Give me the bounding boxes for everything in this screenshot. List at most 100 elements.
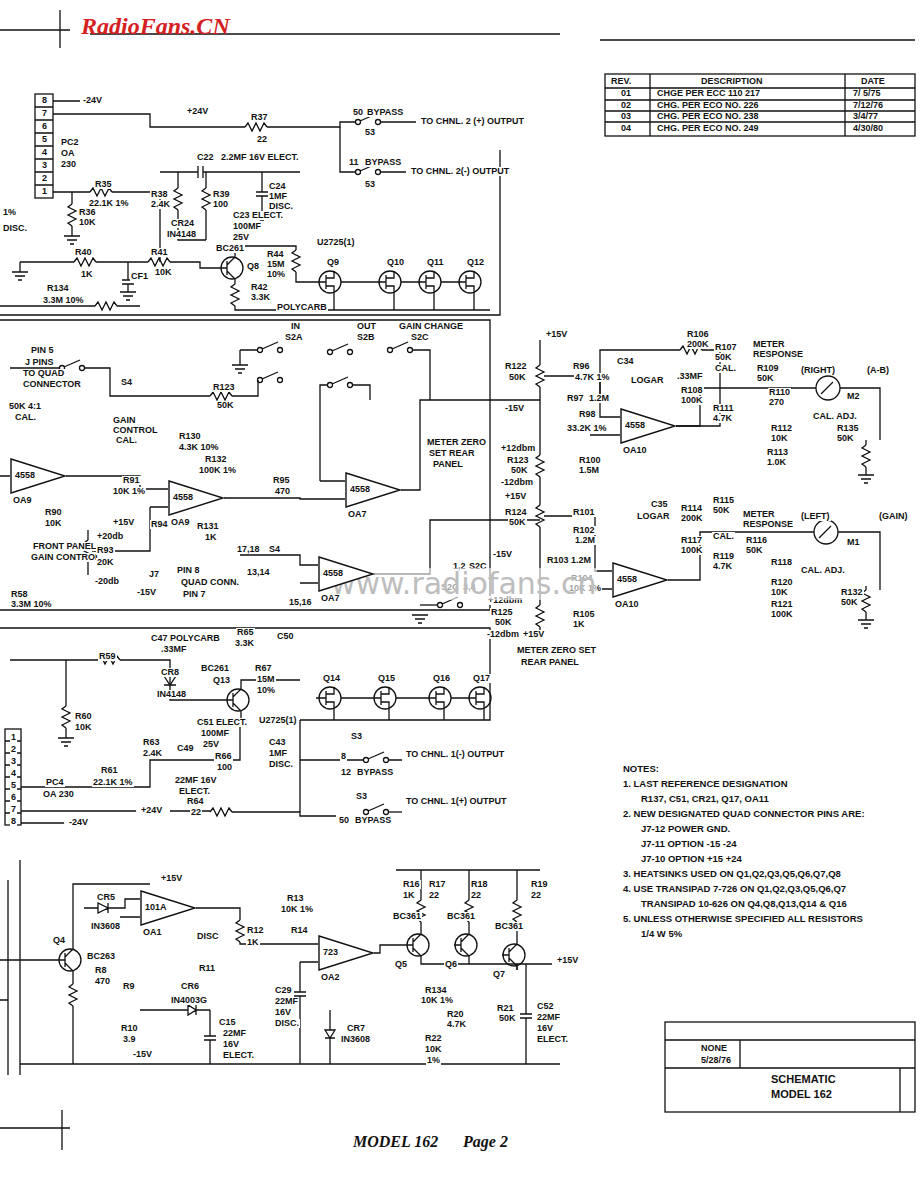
component-label: 7 bbox=[10, 805, 17, 814]
component-label: (RIGHT) bbox=[800, 366, 836, 375]
component-label: R17 bbox=[428, 880, 447, 889]
component-label: 50 bbox=[352, 108, 364, 117]
component-label: R103 bbox=[546, 556, 570, 565]
component-label: R14 bbox=[290, 926, 309, 935]
op-amp-designator: OA9 bbox=[12, 496, 33, 505]
component-label: 50K bbox=[498, 1014, 517, 1023]
component-label: R132 bbox=[840, 588, 864, 597]
component-label: FRONT PANEL bbox=[32, 542, 97, 551]
component-label: R67 bbox=[254, 664, 273, 673]
component-label: 4.3K 10% bbox=[178, 443, 220, 452]
note-text: TRANSIPAD 10-626 ON Q4,Q8,Q13,Q14 & Q16 bbox=[640, 899, 848, 909]
component-label: 8 bbox=[41, 96, 48, 105]
op-amp-outline bbox=[169, 481, 223, 515]
component-label: S3 bbox=[350, 732, 363, 741]
component-label: 3 bbox=[10, 757, 17, 766]
op-amp-designator: OA1 bbox=[142, 928, 163, 937]
component-label: -24V bbox=[82, 96, 103, 105]
component-label: 3.3K bbox=[234, 639, 255, 648]
component-label: PANEL bbox=[432, 460, 464, 469]
component-label: METER ZERO SET bbox=[516, 646, 597, 655]
part-number: 4558 bbox=[625, 421, 645, 430]
component-label: 22 bbox=[256, 135, 268, 144]
component-label: 6 bbox=[10, 793, 17, 802]
wires bbox=[0, 10, 915, 1150]
component-label: S3 bbox=[355, 792, 368, 801]
component-label: C29 bbox=[274, 986, 293, 995]
note-text: J7-10 OPTION +15 +24 bbox=[640, 854, 743, 864]
component-label: 50 bbox=[338, 816, 350, 825]
component-label: 53 bbox=[364, 180, 376, 189]
component-label: Q5 bbox=[394, 960, 408, 969]
component-label: -15V bbox=[136, 588, 157, 597]
component-label: R93 bbox=[96, 546, 115, 555]
component-label: R115 bbox=[712, 496, 735, 505]
component-label: 5 bbox=[41, 135, 48, 144]
component-label: J PINS bbox=[24, 358, 55, 367]
component-label: 22 bbox=[470, 891, 482, 900]
component-label: C34 bbox=[616, 357, 635, 366]
component-label: 2.4K bbox=[142, 749, 163, 758]
component-label: TO CHNL. 1(+) OUTPUT bbox=[405, 797, 508, 806]
op-amp: 4558OA9 bbox=[10, 458, 66, 494]
component-label: R37 bbox=[250, 113, 269, 122]
component-label: IN4003G bbox=[170, 996, 208, 1005]
component-label: R42 bbox=[250, 283, 269, 292]
component-label: C15 bbox=[218, 1018, 237, 1027]
component-label: 470 bbox=[94, 977, 111, 986]
component-label: 100MF bbox=[232, 222, 262, 231]
component-label: Q6 bbox=[444, 960, 458, 969]
component-label: R106 bbox=[686, 330, 710, 339]
revision-table-cell: 3/4/77 bbox=[852, 112, 879, 121]
component-label: J7 bbox=[148, 570, 160, 579]
note-text: R137, C51, CR21, Q17, OA11 bbox=[640, 794, 770, 804]
component-label: R21 bbox=[496, 1004, 515, 1013]
component-label: 50K bbox=[836, 434, 855, 443]
watermark: RadioFans.CN bbox=[80, 14, 231, 39]
component-label: 1.2M bbox=[570, 556, 592, 565]
op-amp-outline bbox=[141, 891, 195, 925]
component-label: R11 bbox=[198, 964, 216, 973]
component-label: R64 bbox=[186, 797, 205, 806]
component-label: R95 bbox=[272, 476, 291, 485]
component-label: 4.7K bbox=[712, 414, 733, 423]
component-label: CF1 bbox=[130, 272, 149, 281]
component-label: ELECT. bbox=[222, 1051, 255, 1060]
component-label: IN bbox=[290, 322, 301, 331]
component-label: 1MF bbox=[268, 749, 288, 758]
component-label: 4.7K 1% bbox=[574, 373, 611, 382]
component-label: DISC. bbox=[274, 1019, 300, 1028]
op-amp-designator: OA10 bbox=[614, 600, 640, 609]
component-label: 1% bbox=[2, 208, 17, 217]
component-label: R22 bbox=[424, 1034, 443, 1043]
component-label: R60 bbox=[74, 712, 93, 721]
component-label: R108 bbox=[680, 386, 704, 395]
component-label: 10% bbox=[256, 686, 276, 695]
component-label: GAIN bbox=[112, 416, 137, 425]
component-label: CAL. ADJ. bbox=[800, 566, 846, 575]
component-label: 50K bbox=[508, 373, 527, 382]
component-label: 15,16 bbox=[288, 598, 313, 607]
revision-table-cell: CHG. PER ECO NO. 226 bbox=[656, 101, 760, 110]
page-footer: Page 2 bbox=[462, 1134, 509, 1151]
note-text: 4. USE TRANSIPAD 7-726 ON Q1,Q2,Q3,Q5,Q6… bbox=[622, 884, 847, 894]
component-label: R118 bbox=[770, 558, 793, 567]
component-label: 2.2MF 16V ELECT. bbox=[220, 153, 300, 162]
component-label: 22 bbox=[530, 891, 542, 900]
component-label: -20db bbox=[94, 577, 120, 586]
component-label: GAIN CHANGE bbox=[398, 322, 464, 331]
component-label: Q4 bbox=[52, 936, 66, 945]
component-label: 1.2M bbox=[574, 536, 596, 545]
component-label: R100 bbox=[578, 456, 602, 465]
component-label: BYPASS bbox=[356, 768, 394, 777]
component-label: R130 bbox=[178, 432, 202, 441]
component-label: R8 bbox=[94, 966, 108, 975]
component-label: R132 bbox=[204, 455, 228, 464]
component-label: 200K bbox=[680, 514, 704, 523]
component-label: Q13 bbox=[212, 676, 231, 685]
op-amp-designator: OA7 bbox=[347, 510, 368, 519]
component-label: R65 bbox=[236, 628, 255, 637]
component-label: 470 bbox=[274, 487, 291, 496]
component-label: C52 bbox=[536, 1002, 555, 1011]
component-label: R123 bbox=[212, 383, 236, 392]
